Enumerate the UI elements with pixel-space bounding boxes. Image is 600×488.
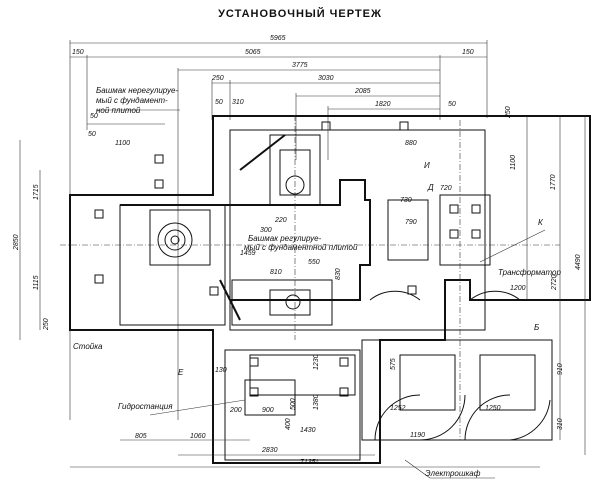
- svg-text:1060: 1060: [190, 433, 206, 440]
- svg-text:200: 200: [229, 407, 242, 414]
- svg-text:1820: 1820: [375, 101, 391, 108]
- svg-text:310: 310: [232, 99, 244, 106]
- svg-text:2830: 2830: [261, 447, 278, 454]
- svg-text:1115: 1115: [33, 275, 40, 290]
- center-lines: [60, 115, 560, 440]
- svg-text:50: 50: [215, 99, 223, 106]
- svg-text:1100: 1100: [510, 155, 517, 170]
- svg-text:3030: 3030: [318, 75, 334, 82]
- svg-text:мый с фундаментной плитой: мый с фундаментной плитой: [244, 243, 358, 252]
- svg-text:400: 400: [285, 418, 292, 430]
- svg-text:50: 50: [88, 131, 96, 138]
- shoe-fixed-label: Башмак нерегулируе-: [96, 86, 178, 95]
- section-mark-e: Е: [178, 368, 184, 377]
- svg-text:220: 220: [274, 217, 287, 224]
- electric-cabinet-label: Электрошкаф: [425, 469, 481, 478]
- svg-text:880: 880: [405, 140, 417, 147]
- svg-text:790: 790: [405, 219, 417, 226]
- svg-text:720: 720: [440, 185, 452, 192]
- svg-text:500: 500: [290, 398, 297, 410]
- transformer-label: Трансформатор: [498, 268, 561, 277]
- svg-text:130: 130: [215, 367, 227, 374]
- svg-text:1715: 1715: [33, 184, 40, 200]
- mark-i: И: [424, 161, 430, 170]
- svg-text:4490: 4490: [575, 254, 582, 270]
- shoe-adjustable-label: Башмак регулируе-: [248, 234, 322, 243]
- top-dimension-lines: [69, 40, 488, 420]
- svg-text:2085: 2085: [354, 88, 371, 95]
- svg-text:1200: 1200: [510, 285, 526, 292]
- svg-text:50: 50: [90, 113, 98, 120]
- mark-b: Б: [534, 323, 539, 332]
- svg-text:5065: 5065: [245, 49, 261, 56]
- svg-text:1459: 1459: [240, 250, 256, 257]
- svg-text:1430: 1430: [300, 427, 316, 434]
- svg-text:1230: 1230: [313, 354, 320, 370]
- svg-text:50: 50: [448, 101, 456, 108]
- foundation-outline: [69, 115, 591, 464]
- svg-text:550: 550: [308, 259, 320, 266]
- side-dimension-lines: [19, 109, 586, 479]
- svg-text:900: 900: [262, 407, 274, 414]
- anchor-bolts: [94, 121, 481, 397]
- svg-text:2850: 2850: [13, 234, 20, 251]
- svg-text:910: 910: [557, 363, 564, 375]
- hydro-station-label: Гидростанция: [118, 402, 173, 411]
- svg-text:1190: 1190: [410, 432, 425, 439]
- svg-text:250: 250: [43, 318, 50, 331]
- svg-text:810: 810: [270, 269, 282, 276]
- svg-text:1770: 1770: [550, 174, 557, 190]
- svg-text:250: 250: [505, 106, 512, 119]
- svg-text:730: 730: [400, 197, 412, 204]
- stand-label: Стойка: [73, 342, 103, 351]
- callout-labels: Башмак нерегулируе- мый с фундамент- ной…: [73, 86, 561, 478]
- svg-text:ной плитой: ной плитой: [96, 106, 141, 115]
- svg-text:1252: 1252: [390, 405, 406, 412]
- svg-text:1380: 1380: [313, 394, 320, 410]
- machine-components: [120, 134, 536, 416]
- svg-text:830: 830: [335, 268, 342, 280]
- svg-text:575: 575: [390, 358, 397, 370]
- svg-text:300: 300: [260, 227, 272, 234]
- svg-text:805: 805: [135, 433, 147, 440]
- svg-text:7135*: 7135*: [300, 459, 319, 466]
- svg-text:2720: 2720: [551, 274, 558, 291]
- svg-text:150: 150: [462, 49, 474, 56]
- svg-text:мый с фундамент-: мый с фундамент-: [96, 96, 168, 105]
- svg-text:5965: 5965: [270, 35, 286, 42]
- svg-text:310: 310: [557, 418, 564, 430]
- electric-cabinet-doors: [369, 290, 551, 441]
- svg-text:250: 250: [211, 75, 224, 82]
- mark-d: Д: [427, 183, 434, 192]
- svg-text:1100: 1100: [115, 140, 130, 147]
- svg-text:3775: 3775: [292, 62, 308, 69]
- svg-text:1250: 1250: [485, 405, 501, 412]
- mark-k: К: [538, 218, 544, 227]
- drawing-title: УСТАНОВОЧНЫЙ ЧЕРТЕЖ: [218, 8, 382, 20]
- dimension-texts: 5965 150 5065 150 3775 250 3030 2085 182…: [13, 35, 582, 466]
- svg-text:150: 150: [72, 49, 84, 56]
